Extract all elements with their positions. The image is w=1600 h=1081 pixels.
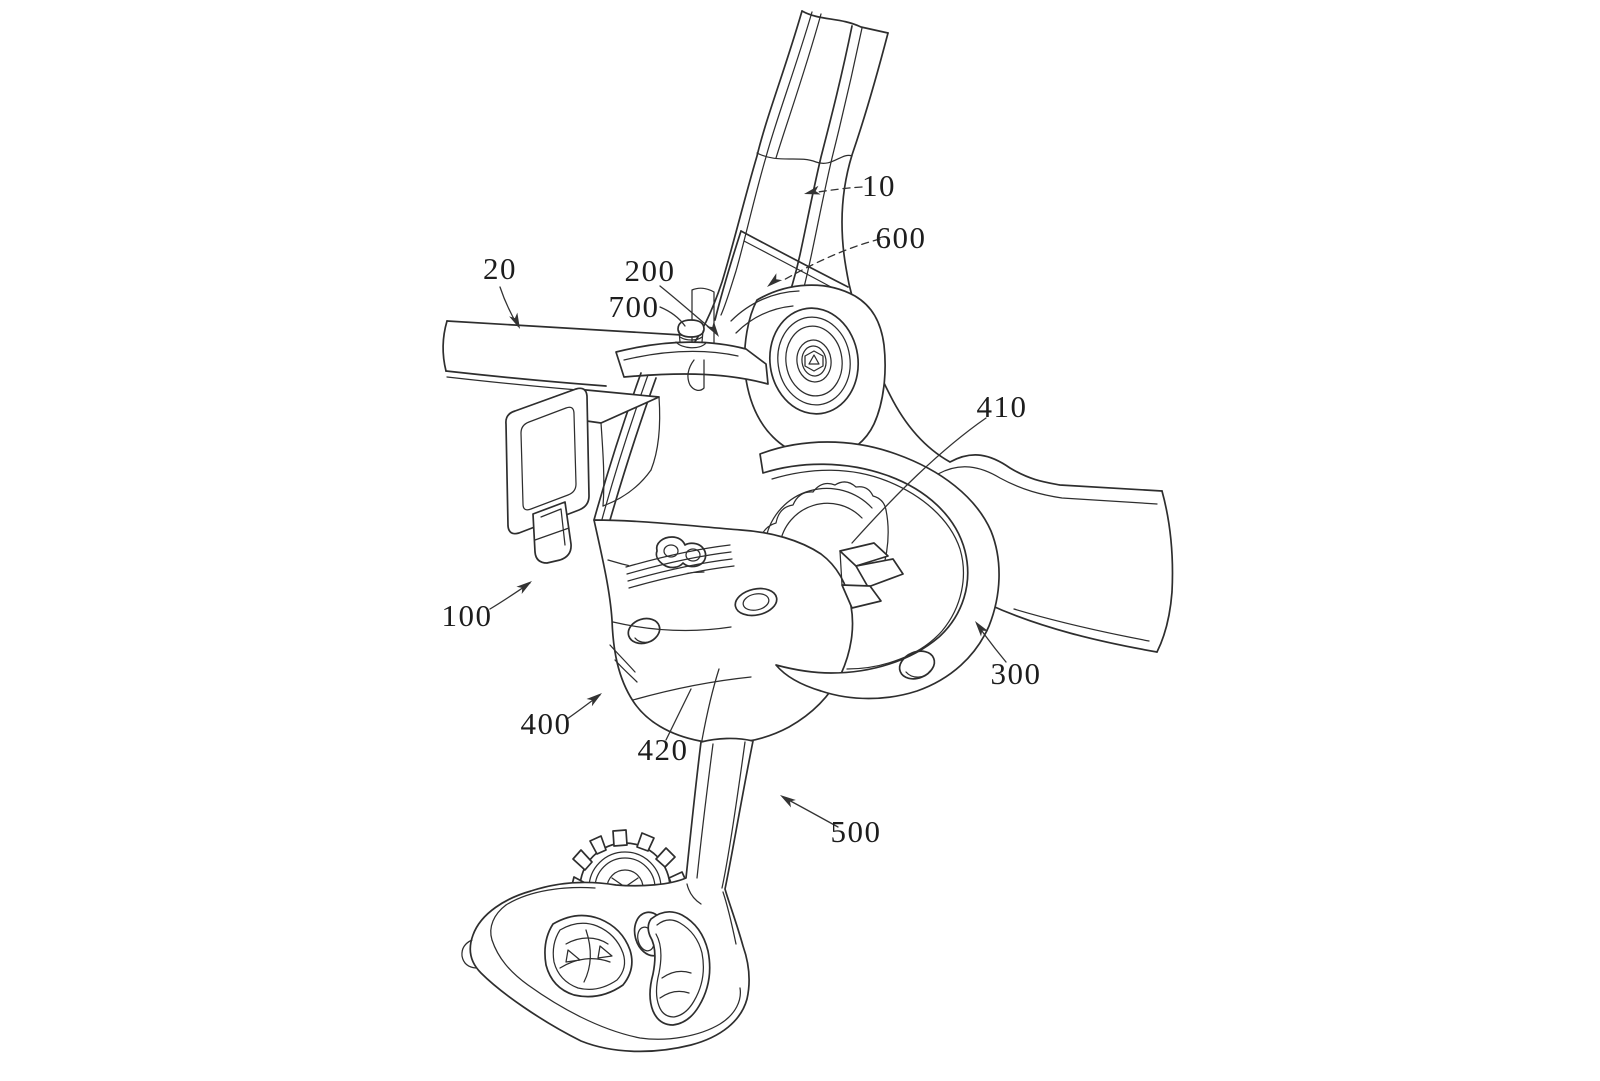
ref-label-410: 410 — [976, 389, 1028, 424]
inner-link — [839, 542, 904, 609]
skid-bracket — [759, 441, 1000, 700]
ref-label-10: 10 — [862, 168, 896, 203]
frame-chain-stay — [920, 454, 1174, 653]
torx-socket — [804, 350, 824, 372]
mount-bracket — [615, 319, 769, 392]
ref-label-500: 500 — [830, 814, 882, 849]
ref-label-600: 600 — [875, 220, 927, 255]
pivot-bolt-rings — [768, 307, 860, 415]
link-plates — [625, 536, 762, 589]
leader-420 — [665, 688, 692, 741]
pulley-cage — [461, 737, 754, 1053]
cage-cutout-right — [647, 910, 711, 1026]
leader-700 — [659, 306, 686, 327]
arrowhead-500 — [780, 795, 796, 808]
arrowhead-300 — [975, 621, 989, 637]
leader-lines — [489, 185, 1007, 828]
ref-label-300: 300 — [990, 656, 1042, 691]
arrowhead-600 — [767, 273, 783, 287]
arrowhead-400 — [586, 693, 602, 707]
arrowhead-100 — [516, 581, 532, 595]
leader-10 — [817, 186, 863, 193]
ref-label-420: 420 — [637, 732, 689, 767]
arrowhead-10 — [804, 185, 821, 195]
ref-label-100: 100 — [441, 598, 493, 633]
ref-label-400: 400 — [520, 706, 572, 741]
ref-label-200: 200 — [624, 253, 676, 288]
ref-label-700: 700 — [608, 289, 660, 324]
leader-410 — [851, 417, 987, 544]
arrowhead-200 — [706, 321, 719, 337]
damper-housing — [730, 284, 886, 459]
cage-cutout-left — [544, 914, 633, 998]
arrowhead-20 — [509, 312, 520, 329]
derailleur-body — [593, 519, 854, 745]
leader-600 — [781, 238, 881, 282]
ref-label-20: 20 — [483, 251, 517, 286]
connector-latch — [532, 501, 572, 564]
connector-box — [505, 387, 661, 564]
